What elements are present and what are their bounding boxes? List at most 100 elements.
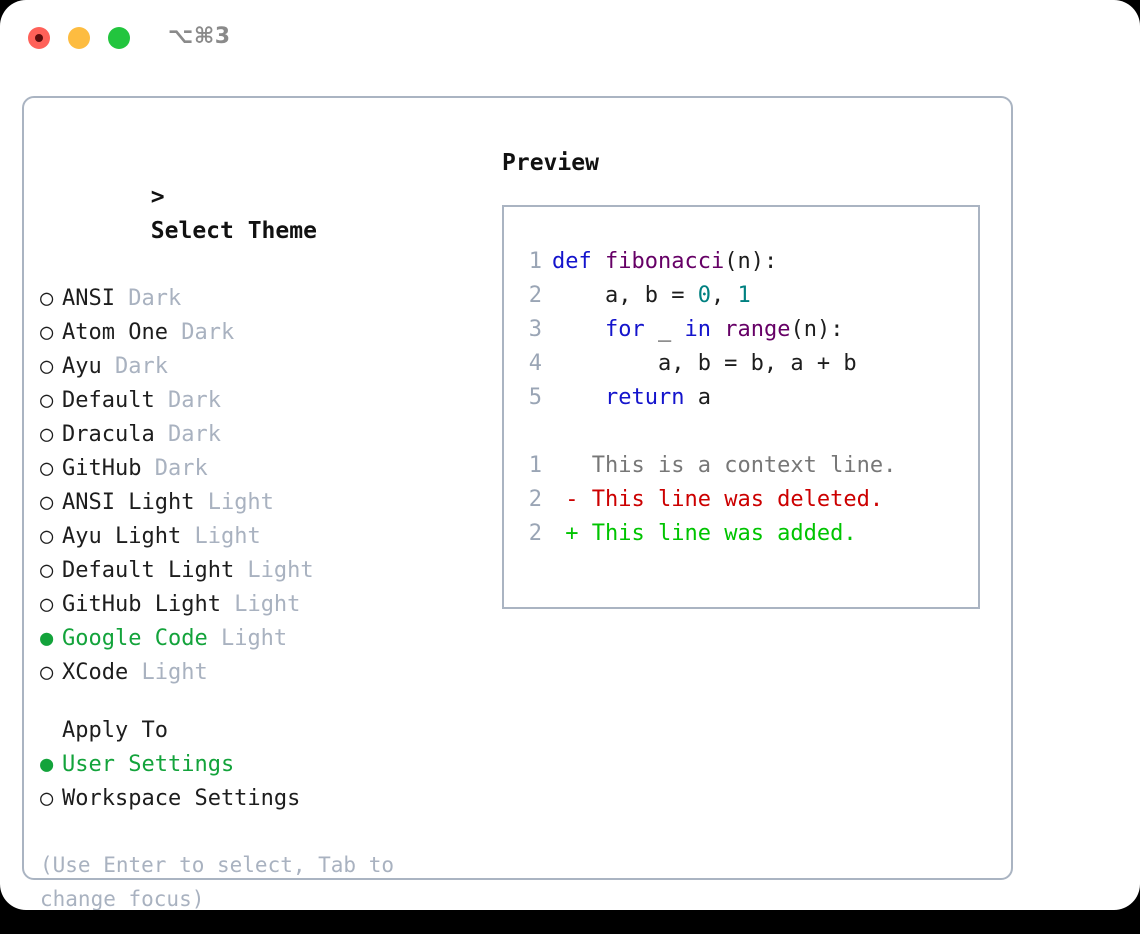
radio-unselected-icon: ○ <box>40 456 54 481</box>
radio-unselected-icon: ○ <box>40 524 54 549</box>
theme-option-label: Ayu <box>62 354 102 379</box>
code-line: 2 a, b = 0, 1 <box>516 279 978 313</box>
theme-option-atom-one[interactable]: ○Atom One Dark <box>40 316 490 350</box>
code-line: 3 for _ in range(n): <box>516 313 978 347</box>
code-line: 5 return a <box>516 381 978 415</box>
line-number: 2 <box>528 283 542 308</box>
diff-line-delete: 2 - This line was deleted. <box>516 483 978 517</box>
code-token-pl: a, b = <box>552 283 698 308</box>
line-number: 2 <box>528 487 542 512</box>
code-token-fn: range <box>724 317 791 342</box>
theme-option-google-code[interactable]: ● Google Code Light <box>40 622 490 656</box>
theme-option-ansi-light[interactable]: ○ANSI Light Light <box>40 486 490 520</box>
theme-variant-tag: Dark <box>154 388 221 413</box>
code-token-num: 1 <box>737 283 751 308</box>
radio-unselected-icon: ○ <box>40 388 54 413</box>
code-token-kw: in <box>684 317 725 342</box>
diff-marker: + <box>552 521 592 546</box>
diff-text: This is a context line. <box>591 453 897 478</box>
diff-line-context: 1 This is a context line. <box>516 449 978 483</box>
line-number: 2 <box>528 521 542 546</box>
prompt-caret-icon: > <box>150 184 165 210</box>
radio-unselected-icon: ○ <box>40 786 54 811</box>
theme-variant-tag: Dark <box>154 422 221 447</box>
close-window-button[interactable] <box>28 27 50 49</box>
theme-variant-tag: Light <box>207 626 288 651</box>
line-number: 1 <box>528 249 542 274</box>
theme-option-ansi[interactable]: ○ ANSI Dark <box>40 282 490 316</box>
code-token-num: 0 <box>697 283 711 308</box>
radio-unselected-icon: ○ <box>40 422 54 447</box>
line-number: 5 <box>528 385 542 410</box>
theme-option-label: Google Code <box>62 626 208 651</box>
diff-line-add: 2 + This line was added. <box>516 517 978 551</box>
apply-to-option-label: Workspace Settings <box>62 786 301 811</box>
theme-option-label: Dracula <box>62 422 155 447</box>
diff-sample: 1 This is a context line.2 - This line w… <box>516 449 978 551</box>
code-token-pl: (n): <box>790 317 844 342</box>
theme-option-label: XCode <box>62 660 129 685</box>
select-theme-title: Select Theme <box>150 218 317 244</box>
maximize-window-button[interactable] <box>108 27 130 49</box>
title-bar: ⌥⌘3 <box>0 0 1140 76</box>
theme-list-column: > Select Theme ○ANSI Dark○Atom One Dark○… <box>40 146 490 910</box>
theme-option-label: GitHub <box>62 456 142 481</box>
diff-marker: - <box>552 487 592 512</box>
theme-option-default[interactable]: ○ Default Dark <box>40 384 490 418</box>
radio-unselected-icon: ○ <box>40 558 54 583</box>
radio-selected-icon: ● <box>40 752 54 777</box>
minimize-window-button[interactable] <box>68 27 90 49</box>
hint-spacer <box>40 816 490 848</box>
keyboard-shortcut-label: ⌥⌘3 <box>168 24 231 49</box>
theme-variant-tag: Light <box>128 660 208 685</box>
radio-unselected-icon: ○ <box>40 490 54 515</box>
theme-option-label: Atom One <box>62 320 168 345</box>
theme-option-list: ○ ANSI Dark ○ Atom One Dark ○ Ayu Dark ○ Defaul… <box>40 282 490 690</box>
radio-selected-icon: ● <box>40 626 54 651</box>
code-line: 4 a, b = b, a + b <box>516 347 978 381</box>
theme-variant-tag: Dark <box>114 286 182 311</box>
diff-text: This line was deleted. <box>591 487 884 512</box>
line-number: 3 <box>528 317 542 342</box>
radio-unselected-icon: ○ <box>40 592 54 617</box>
code-token-pl: a <box>697 385 711 410</box>
code-token-kw: def <box>552 249 605 274</box>
code-token-pl: , <box>710 283 738 308</box>
apply-to-option-user-settings[interactable]: ●User Settings <box>40 748 490 782</box>
theme-option-ayu[interactable]: ○Ayu Dark <box>40 350 490 384</box>
theme-variant-tag: Dark <box>141 456 208 481</box>
theme-option-github-light[interactable]: ○GitHub Light Light <box>40 588 490 622</box>
radio-unselected-icon: ○ <box>40 660 54 685</box>
apply-to-option-list: ●User Settings ○ Workspace Settings <box>40 748 490 816</box>
line-number: 4 <box>528 351 542 376</box>
preview-heading: Preview <box>502 150 599 176</box>
code-diff-separator <box>516 415 978 449</box>
theme-option-label: ANSI <box>62 286 115 311</box>
theme-selector-panel: > Select Theme ○ANSI Dark○Atom One Dark○… <box>22 96 1013 910</box>
radio-unselected-icon: ○ <box>40 286 54 311</box>
theme-option-xcode[interactable]: ○ XCode Light <box>40 656 490 690</box>
line-number: 1 <box>528 453 542 478</box>
radio-unselected-icon: ○ <box>40 354 54 379</box>
list-spacer <box>40 690 490 714</box>
diff-text: This line was added. <box>591 521 857 546</box>
theme-option-ayu-light[interactable]: ○Ayu Light Light <box>40 520 490 554</box>
radio-unselected-icon: ○ <box>40 320 54 345</box>
keyboard-hint-text: (Use Enter to select, Tab to change focu… <box>40 853 395 910</box>
theme-option-default-light[interactable]: ○Default Light Light <box>40 554 490 588</box>
code-token-pl: _ <box>657 317 685 342</box>
theme-option-label: Ayu Light <box>62 524 182 549</box>
theme-option-label: Default Light <box>62 558 235 583</box>
theme-option-dracula[interactable]: ○ Dracula Dark <box>40 418 490 452</box>
apply-to-heading: Apply To <box>62 718 168 743</box>
apply-to-option-workspace-settings[interactable]: ○ Workspace Settings <box>40 782 490 816</box>
theme-option-label: Default <box>62 388 155 413</box>
code-token-pl: a, b = b, a + b <box>552 351 857 376</box>
theme-variant-tag: Light <box>220 592 301 617</box>
select-theme-heading: > Select Theme <box>40 146 490 282</box>
theme-option-github[interactable]: ○ GitHub Dark <box>40 452 490 486</box>
